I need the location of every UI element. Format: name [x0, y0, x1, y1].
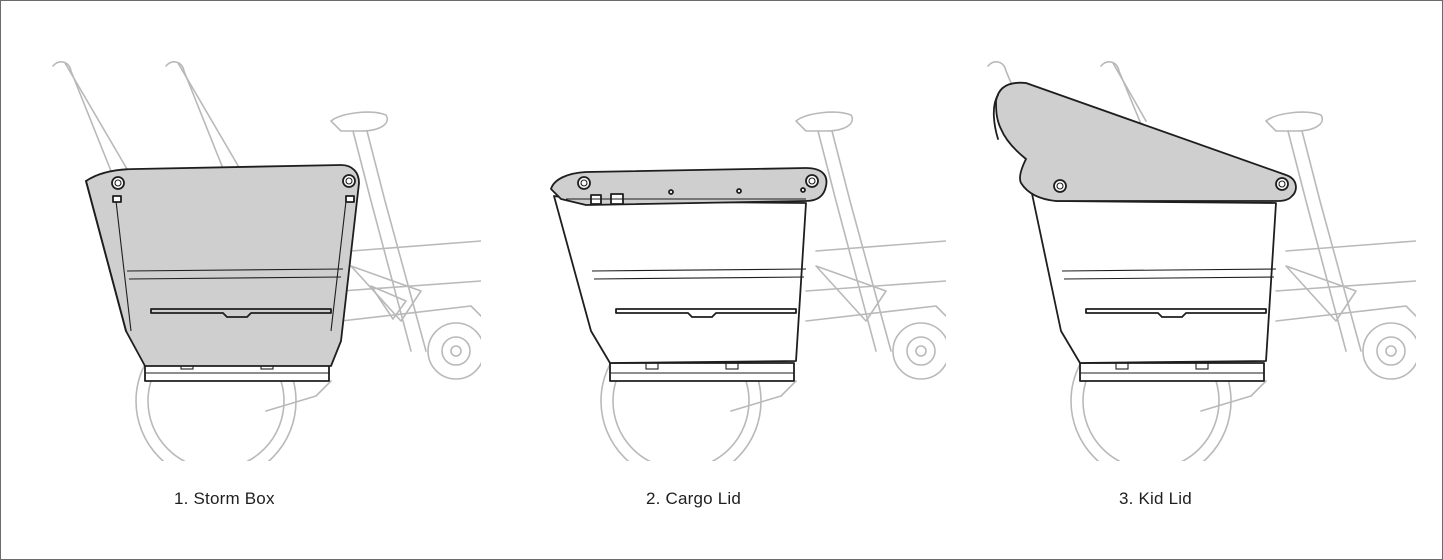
cargo-base: [609, 362, 795, 382]
bike-with-storm-box: [52, 61, 481, 461]
caption-storm-box: 1. Storm Box: [174, 489, 275, 508]
bike-with-cargo-lid: [550, 111, 946, 461]
illustration-cargo-lid: [506, 51, 946, 461]
storm-box-cover: [85, 164, 360, 367]
cargo-box-sides: [1030, 188, 1277, 364]
cargo-box-sides: [553, 195, 807, 364]
bike-frame-lines: [600, 111, 946, 461]
caption-kid-lid: 3. Kid Lid: [1119, 489, 1192, 508]
illustration-storm-box: [41, 51, 481, 461]
cargo-base: [1079, 362, 1265, 382]
illustration-kid-lid: [976, 51, 1416, 461]
cargo-lid-cover: [550, 167, 828, 206]
caption-cargo-lid: 2. Cargo Lid: [646, 489, 742, 508]
bike-with-kid-lid: [987, 61, 1416, 461]
bike-frame-lines: [987, 61, 1416, 461]
kid-lid-cover: [992, 81, 1297, 202]
